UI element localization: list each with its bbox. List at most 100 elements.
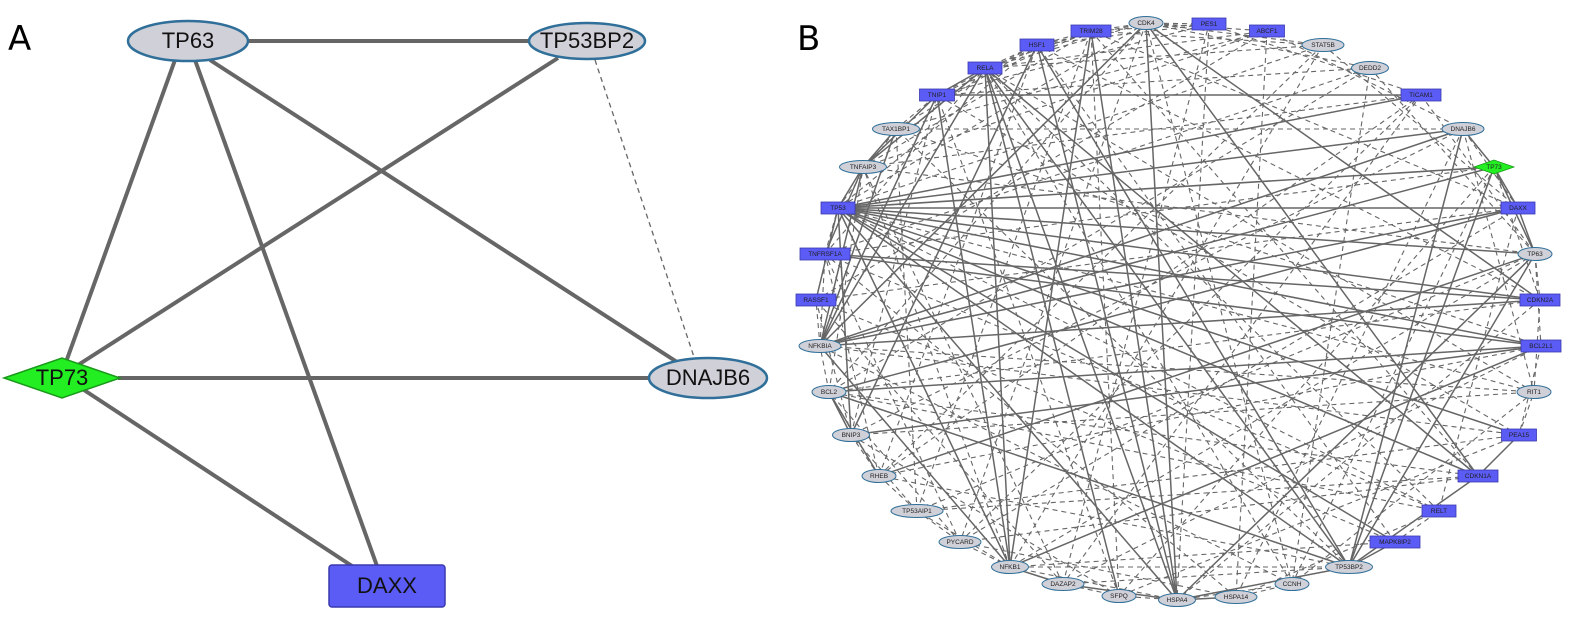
- network-b-edge-solid-trim28-nfkb1: [1009, 30, 1092, 568]
- network-a-edge-tp63-daxx: [193, 59, 379, 567]
- network-b-node-tnip1: TNIP1: [919, 88, 955, 102]
- network-b-edge-solid-tnip1-nfkbia: [819, 94, 938, 347]
- network-b-node-tp63: TP63: [1517, 247, 1553, 261]
- network-b-edge-dashed-relt-bcl2: [828, 391, 1440, 512]
- network-b-edge-dashed-rheb-tnfrsf1a: [824, 253, 880, 477]
- network-b-edge-solid-tp53-hspa4: [837, 207, 1178, 601]
- network-b-node-hsf1: HSF1: [1019, 38, 1055, 52]
- network-b-edge-dashed-hsf1-pes1: [1036, 23, 1210, 46]
- network-b-node-label: TRIM28: [1079, 28, 1103, 35]
- network-b-edge-dashed-tp53bp2-dazap2: [1062, 566, 1350, 585]
- network-b-edge-dashed-cdkn1a-tp53aip1: [916, 475, 1479, 512]
- network-a-node-label: TP53BP2: [540, 28, 634, 53]
- network-b-edge-dashed-tax1bp1-hsf1: [895, 44, 1038, 130]
- network-b-node-label: BNIP3: [842, 432, 861, 439]
- network-b-edge-dashed-sfpq-tnip1: [936, 94, 1120, 597]
- network-b-node-ticam1: TICAM1: [1400, 88, 1442, 102]
- network-b-edge-solid-rela-cdkn1a: [984, 67, 1479, 477]
- network-b-edge-solid-hsf1-bnip3: [850, 44, 1038, 436]
- network-b-edge-dashed-dazap2-pes1: [1062, 23, 1210, 585]
- network-b-node-label: PES1: [1201, 21, 1218, 28]
- network-b-edge-solid-dnajb6-tp53bp2: [1348, 128, 1464, 568]
- network-a-edge-tp63-dnajb6: [208, 58, 679, 364]
- network-b-edge-solid-bcl2l1-tnfrsf1a: [824, 253, 1542, 347]
- network-b-edge-dashed-tp73-cdkn2a: [1493, 166, 1541, 301]
- network-b-edge-dashed-cdkn1a-pycard: [959, 475, 1479, 543]
- network-b-node-tnfaip3: TNFAIP3: [839, 160, 887, 174]
- network-b-node-sfpq: SFPQ: [1101, 589, 1137, 603]
- network-b-edge-solid-rela-tp53bp2: [984, 67, 1350, 568]
- network-b-edge-dashed-tp53-hsf1: [837, 44, 1038, 209]
- network-b-edge-solid-nfkbia-nfkb1: [819, 345, 1011, 568]
- network-b-edge-solid-bcl2l1-nfkb1: [1009, 345, 1542, 568]
- network-b-node-label: TP53: [830, 205, 846, 212]
- network-b-node-label: TNFRSF1A: [808, 251, 842, 258]
- network-b-node-dazap2: DAZAP2: [1041, 577, 1085, 591]
- network-b-node-label: BCL2L1: [1529, 343, 1553, 350]
- network-b-edge-dashed-cdk4-dedd2: [1145, 22, 1371, 69]
- network-b-node-tp53: TP53: [820, 201, 856, 215]
- network-b-node-label: RASSF1: [803, 297, 829, 304]
- network-b-node-hspa14: HSPA14: [1214, 590, 1258, 604]
- network-b-edge-dashed-mapk8ip2-nfkb1: [1009, 541, 1396, 568]
- network-b-edge-solid-daxx-bcl2: [828, 207, 1519, 393]
- network-b-node-label: NFKBIA: [808, 343, 832, 350]
- network-b-edge-dashed-dedd2-bcl2: [828, 67, 1371, 393]
- network-b-edge-dashed-pea15-rit1: [1518, 391, 1535, 436]
- network-b-edge-solid-tp53-mapk8ip2: [837, 207, 1396, 543]
- network-b-edge-dashed-cdkn2a-hsf1: [1036, 44, 1541, 301]
- network-b-node-tax1bp1: TAX1BP1: [872, 122, 920, 136]
- network-b-edge-dashed-bcl2-nfkbia: [819, 345, 830, 393]
- network-b-edge-solid-tp53-cdkn1a: [837, 207, 1479, 477]
- network-b-node-label: CDKN2A: [1527, 297, 1554, 304]
- network-a-node-tp63: TP63: [126, 19, 250, 63]
- network-b-edge-solid-tp63-rheb: [878, 253, 1536, 477]
- network-a-edge-tp73-daxx: [82, 388, 354, 568]
- network-b-edge-solid-tp63-hspa4: [1176, 253, 1536, 601]
- network-b-edge-solid-bcl2l1-bcl2: [828, 345, 1542, 393]
- network-b-node-rit1: RIT1: [1516, 385, 1552, 399]
- network-b-node-label: SFPQ: [1110, 593, 1128, 600]
- network-b-edge-dashed-tp53bp2-tax1bp1: [895, 128, 1350, 568]
- network-a-node-label: DNAJB6: [666, 365, 750, 390]
- network-b-node-label: TP53AIP1: [902, 508, 932, 515]
- network-b-edge-solid-tp53-pea15: [837, 207, 1520, 436]
- network-b-edge-dashed-tp63-nfkb1: [1009, 253, 1536, 568]
- network-b-node-nfkbia: NFKBIA: [798, 339, 842, 353]
- network-b-edge-dashed-cdk4-tp53: [837, 22, 1147, 209]
- network-b-edge-dashed-tnfaip3-abcf1: [862, 30, 1268, 168]
- network-b-edge-dashed-nfkbia-rassf1: [815, 299, 821, 347]
- network-b-edge-dashed-rit1-bnip3: [850, 391, 1535, 436]
- network-b-edge-dashed-cdkn2a-bcl2: [828, 299, 1541, 393]
- network-b-node-relt: RELT: [1421, 504, 1457, 518]
- network-b-edge-dashed-tp53-rit1: [837, 207, 1535, 393]
- network-b-edge-dashed-ticam1-tp63: [1420, 94, 1536, 255]
- network-a-edge-tp63-tp73: [64, 59, 177, 363]
- network-b-node-label: BCL2: [821, 389, 838, 396]
- network-b-node-label: DAZAP2: [1050, 581, 1076, 588]
- network-b-node-cdk4: CDK4: [1128, 16, 1164, 30]
- network-b-node-label: RHEB: [870, 473, 888, 480]
- network-b-edge-dashed-cdk4-abcf1: [1145, 22, 1268, 32]
- network-b-node-label: CDK4: [1137, 20, 1155, 27]
- network-b-edge-dashed-tp63-tnfaip3: [862, 166, 1536, 255]
- network-b-edge-solid-bcl2-tp53bp2: [828, 391, 1350, 568]
- network-b-node-ccnh: CCNH: [1274, 577, 1310, 591]
- network-b-edge-dashed-bcl2l1-rheb: [878, 345, 1542, 477]
- network-b-edge-solid-tp53-ticam1: [837, 94, 1422, 209]
- network-b-edge-dashed-ticam1-rheb: [878, 94, 1422, 477]
- network-b-edge-dashed-ticam1-dazap2: [1062, 94, 1422, 585]
- network-b-node-label: HSF1: [1029, 42, 1046, 49]
- network-b-node-label: PEA15: [1509, 432, 1530, 439]
- network-b-node-label: TP63: [1527, 251, 1543, 258]
- network-b-edge-solid-tp73-nfkbia: [819, 166, 1495, 347]
- network-b-edge-dashed-pes1-hspa4: [1176, 23, 1210, 601]
- network-b-node-label: DEDD2: [1359, 65, 1381, 72]
- network-b-edge-dashed-mapk8ip2-hsf1: [1036, 44, 1396, 543]
- network-b-node-cdkn2a: CDKN2A: [1519, 293, 1561, 307]
- network-b-node-label: RELA: [977, 65, 995, 72]
- network-b-edge-dashed-rheb-stat5b: [878, 44, 1324, 477]
- network-b-node-pes1: PES1: [1191, 17, 1227, 31]
